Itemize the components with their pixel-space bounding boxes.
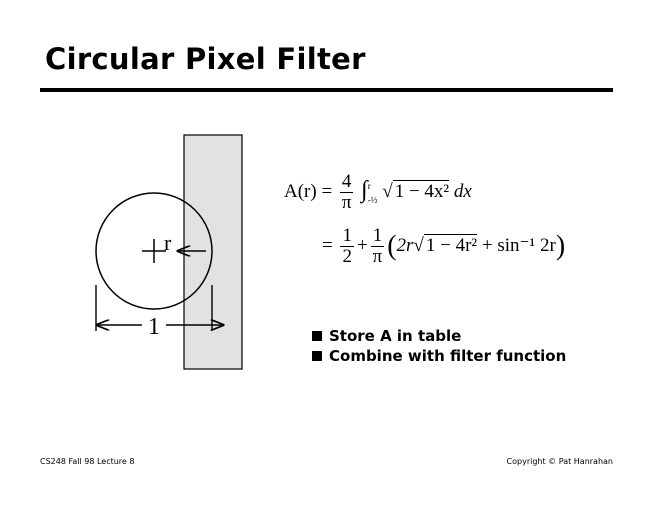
term-2r: 2r xyxy=(396,234,414,256)
denominator: 2 xyxy=(342,246,352,267)
numerator: 4 xyxy=(339,171,354,193)
bullet-list: Store A in table Combine with filter fun… xyxy=(312,326,566,366)
width-label: 1 xyxy=(148,314,160,340)
sqrt-term-1: 1 − 4x² xyxy=(392,179,450,202)
bullet-text: Store A in table xyxy=(329,327,462,345)
formula-lhs: A(r) = xyxy=(284,180,333,202)
denominator: π xyxy=(372,246,383,267)
denominator: π xyxy=(341,192,352,213)
list-item: Store A in table xyxy=(312,326,566,346)
title-rule xyxy=(40,88,613,92)
pixel-strip xyxy=(183,134,243,370)
arcsin-term: + sin⁻¹ 2r xyxy=(481,234,556,256)
footer-copyright: Copyright © Pat Hanrahan xyxy=(506,457,613,466)
square-bullet-icon xyxy=(312,331,322,341)
bullet-text: Combine with filter function xyxy=(329,347,567,365)
square-bullet-icon xyxy=(312,351,322,361)
footer-course: CS248 Fall 98 Lecture 8 xyxy=(40,457,135,466)
slide-title: Circular Pixel Filter xyxy=(45,42,366,76)
list-item: Combine with filter function xyxy=(312,346,566,366)
integral-sign: ∫ xyxy=(361,176,368,203)
plus: + xyxy=(356,234,368,256)
sqrt-term-2: 1 − 4r² xyxy=(423,233,478,256)
equals: = xyxy=(322,234,333,256)
radius-label: r xyxy=(164,230,172,255)
filter-circle xyxy=(95,192,213,310)
paren-open: ( xyxy=(387,230,397,262)
upper-limit: r xyxy=(367,180,371,191)
paren-close: ) xyxy=(555,230,566,262)
lower-limit: -½ xyxy=(367,194,378,205)
dx: dx xyxy=(453,180,472,202)
numerator: 1 xyxy=(370,225,385,247)
numerator: 1 xyxy=(340,225,354,247)
